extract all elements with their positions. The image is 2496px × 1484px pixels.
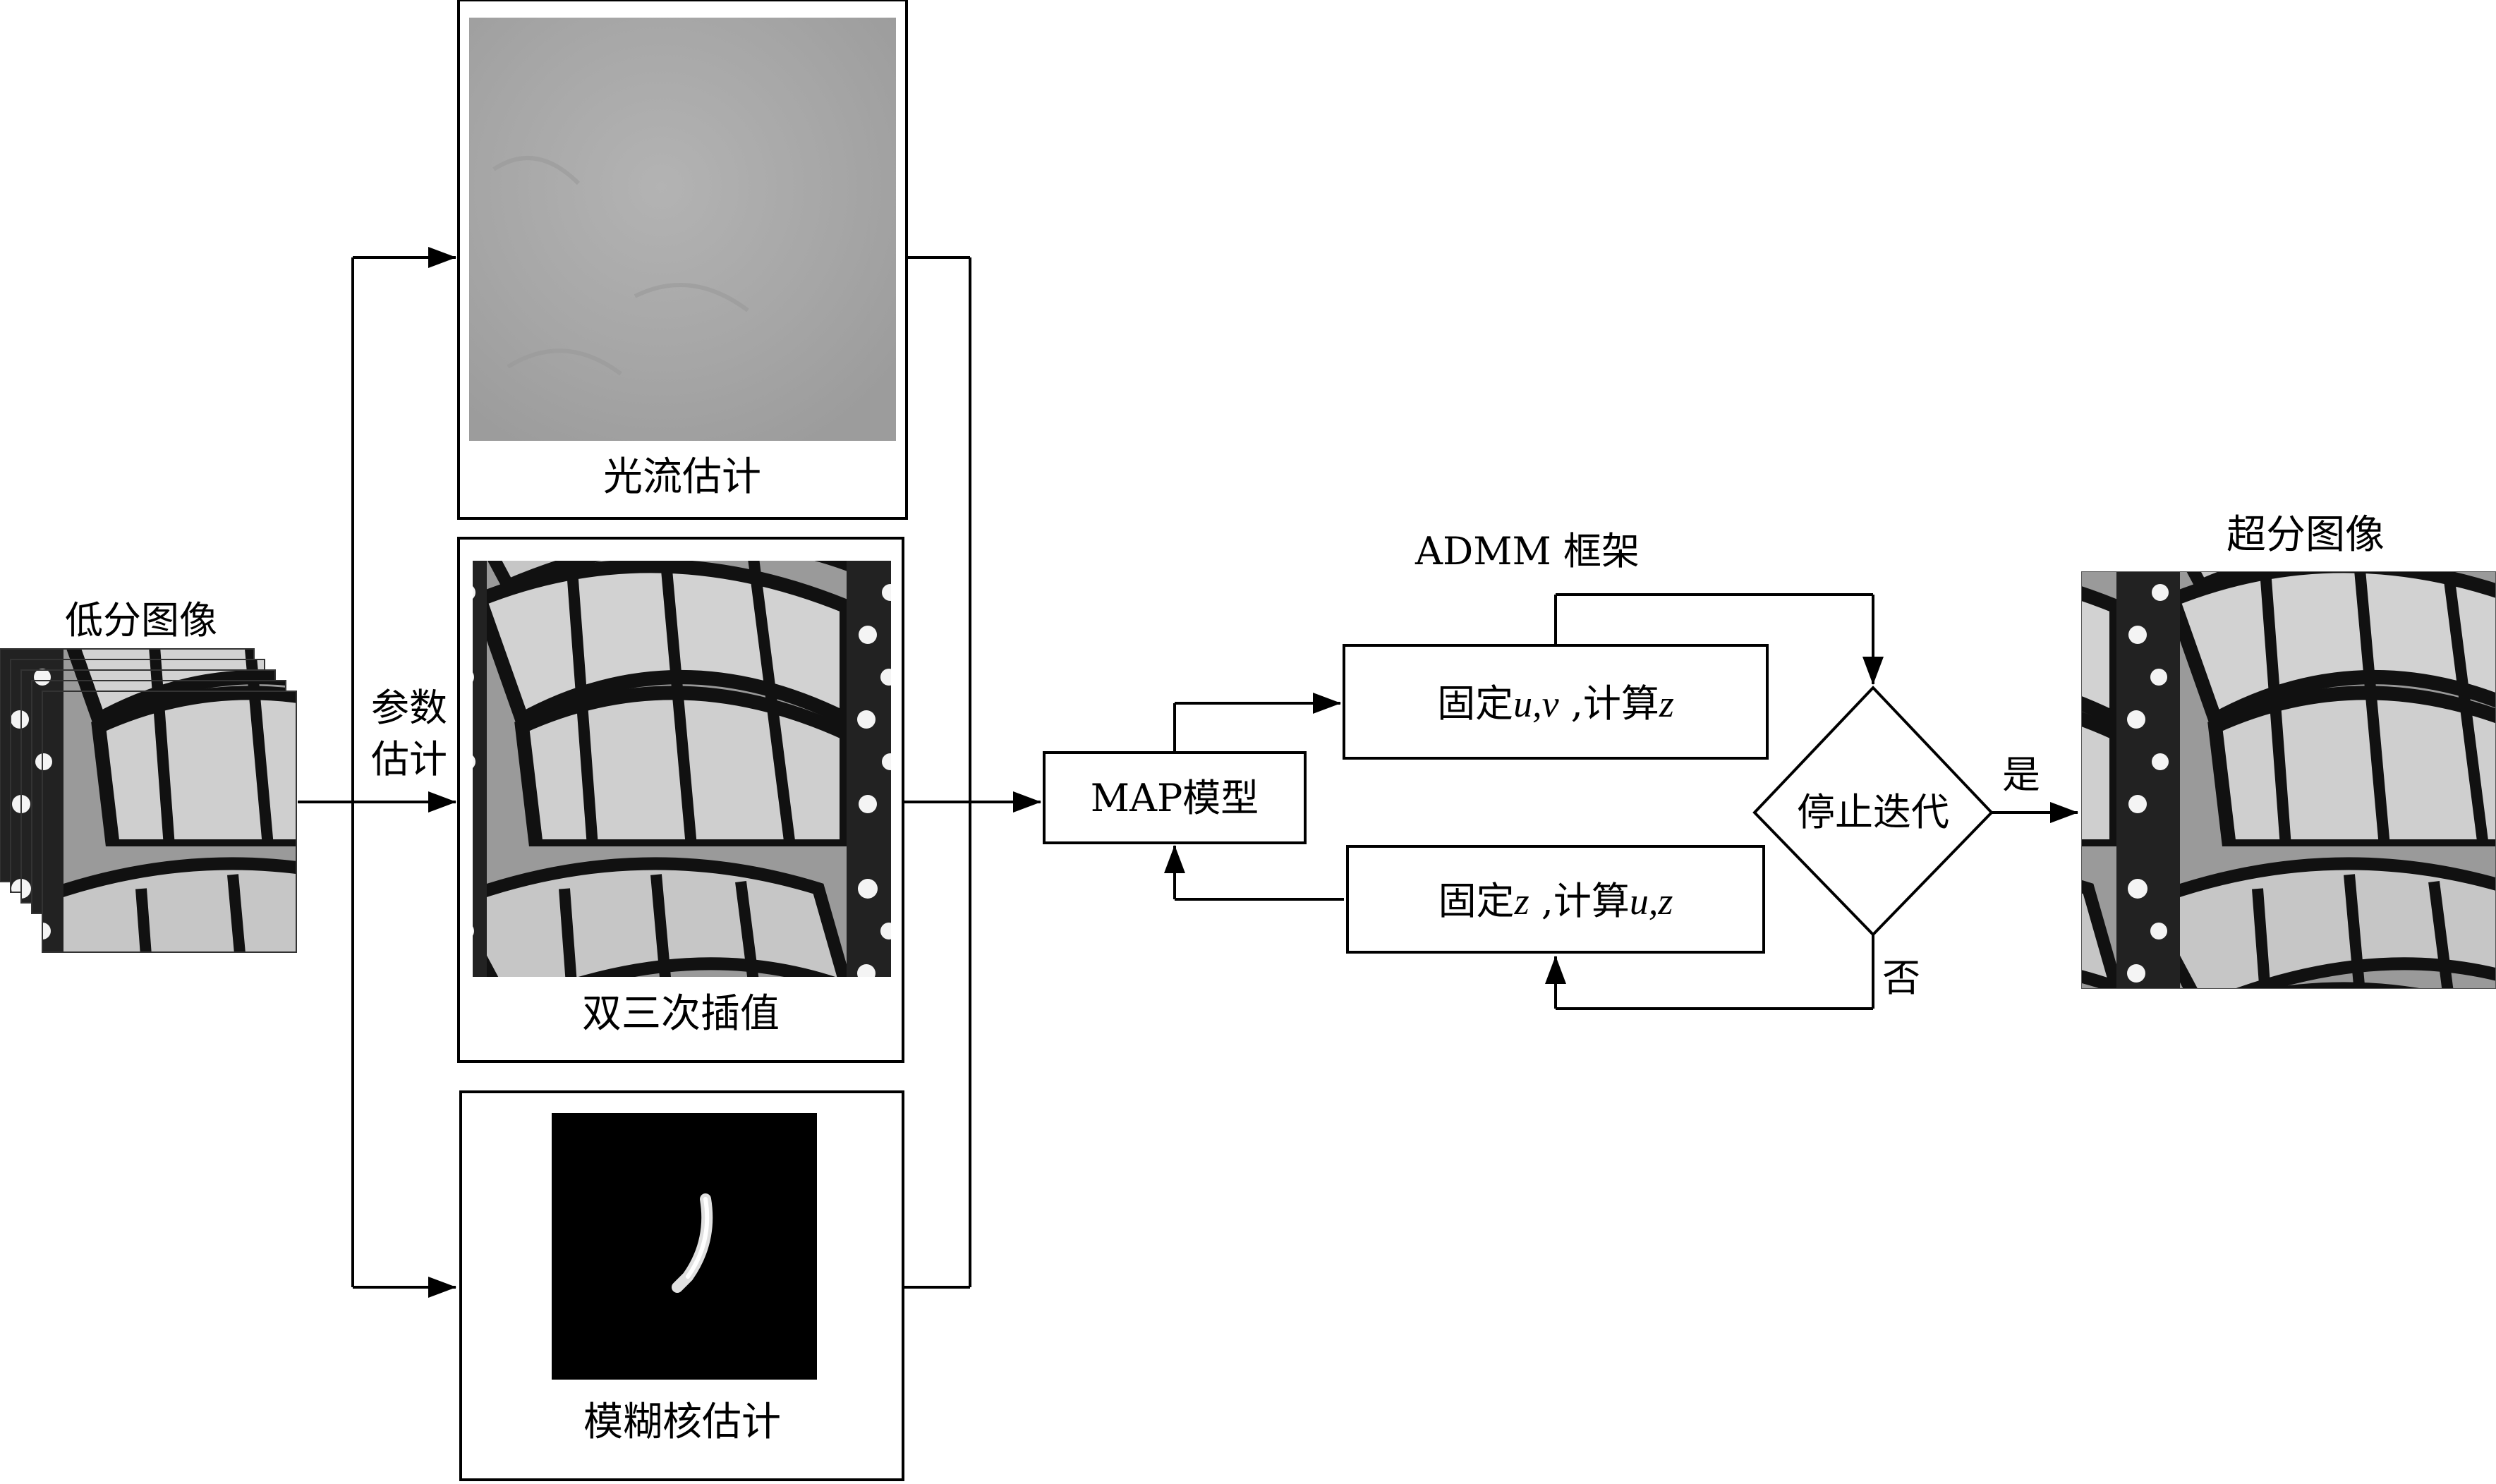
param-estimation-label-line2: 估计 (371, 737, 447, 781)
map-connectors (1164, 693, 1344, 901)
step2-box: 固定z ,计算u,z (1346, 845, 1765, 954)
step1-box: 固定u,v ,计算z (1343, 644, 1769, 760)
input-label: 低分图像 (65, 598, 217, 643)
step2-label: 固定z ,计算u,z (1438, 879, 1673, 923)
blur-kernel-image (552, 1113, 817, 1380)
step2-prefix: 固定 (1438, 879, 1515, 923)
map-model-label: MAP模型 (1091, 776, 1259, 820)
admm-loop-connectors (1545, 593, 1884, 1010)
step1-label: 固定u,v ,计算z (1437, 681, 1674, 726)
step1-mid: ,计算 (1559, 681, 1659, 726)
step1-vars: u,v (1513, 683, 1559, 725)
optical-flow-label: 光流估计 (603, 454, 761, 500)
param-estimation-label-line1: 参数 (371, 686, 447, 730)
map-model-box: MAP模型 (1043, 751, 1307, 844)
step1-prefix: 固定 (1437, 681, 1513, 726)
step2-target: u,z (1630, 880, 1673, 923)
blur-kernel-box: 模糊核估计 (459, 1090, 904, 1481)
bicubic-label: 双三次插值 (582, 991, 780, 1037)
merge-connectors (903, 256, 1041, 1289)
admm-label: ADMM 框架 (1414, 529, 1640, 573)
blur-kernel-label: 模糊核估计 (583, 1399, 781, 1445)
step2-vars: z (1514, 880, 1529, 923)
bicubic-box: 双三次插值 (457, 537, 904, 1063)
step2-mid: ,计算 (1529, 879, 1630, 923)
yes-label: 是 (2002, 753, 2040, 797)
no-label: 否 (1882, 956, 1920, 1000)
step1-target: z (1659, 683, 1674, 725)
optical-flow-box: 光流估计 (457, 0, 908, 520)
stop-decision: 停止迭代 (1752, 686, 1994, 937)
low-res-image-stack (0, 648, 297, 953)
bicubic-image (473, 561, 891, 977)
stop-label: 停止迭代 (1797, 790, 1949, 834)
optical-flow-image (469, 18, 896, 441)
super-res-image (2081, 571, 2496, 989)
input-connectors (298, 247, 456, 1298)
output-label: 超分图像 (2227, 512, 2385, 558)
